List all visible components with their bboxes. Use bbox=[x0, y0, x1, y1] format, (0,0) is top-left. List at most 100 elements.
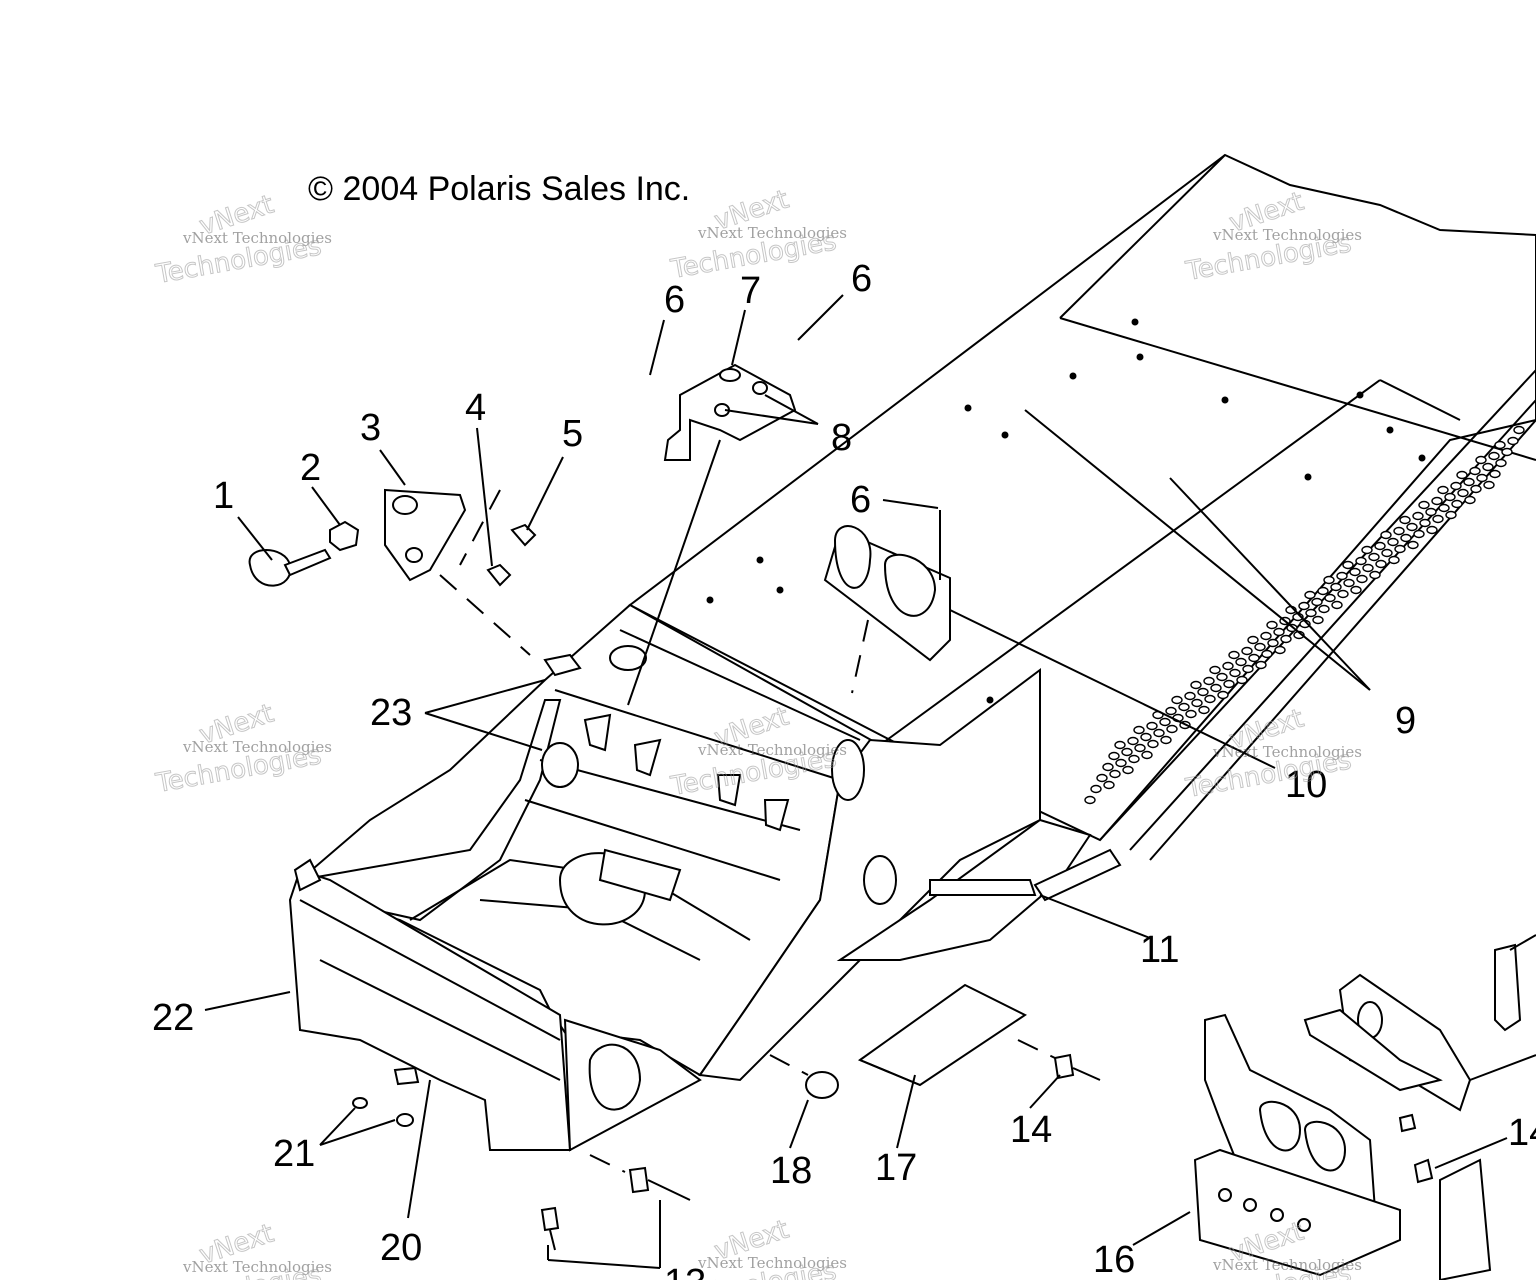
perforation-hole bbox=[1108, 751, 1120, 761]
frame-clips bbox=[583, 713, 790, 832]
rivet-hole bbox=[756, 556, 764, 564]
perforation-hole bbox=[1153, 728, 1165, 738]
perforation-hole bbox=[1426, 525, 1438, 535]
right-side-parts bbox=[1193, 943, 1522, 1280]
perforation-hole bbox=[1356, 574, 1368, 584]
perforation-hole bbox=[1255, 660, 1267, 670]
callout-9: 9 bbox=[1395, 700, 1416, 742]
callout-23: 23 bbox=[370, 692, 412, 734]
perforation-hole bbox=[1450, 481, 1462, 491]
callout-21: 21 bbox=[273, 1133, 315, 1175]
perforation-hole bbox=[1254, 642, 1266, 652]
perforation-hole bbox=[1122, 765, 1134, 775]
perforation-hole bbox=[1084, 795, 1096, 805]
perforation-hole bbox=[1222, 661, 1234, 671]
perforation-hole bbox=[1425, 507, 1437, 517]
perforation-hole bbox=[1178, 702, 1190, 712]
callout-6-left: 6 bbox=[664, 279, 685, 321]
perforation-hole bbox=[1368, 552, 1380, 562]
watermark-text: vNext Technologies bbox=[182, 738, 332, 756]
perforation-hole bbox=[1090, 784, 1102, 794]
perforation-hole bbox=[1482, 462, 1494, 472]
perforation-hole bbox=[1184, 691, 1196, 701]
callout-numbers: 1 2 3 4 5 6 7 6 8 6 9 10 11 23 22 21 20 … bbox=[152, 258, 1536, 1280]
perforation-hole bbox=[1470, 484, 1482, 494]
rivet-hole bbox=[964, 404, 972, 412]
watermark-text: vNext Technologies bbox=[697, 1254, 847, 1272]
perforation-hole bbox=[1242, 664, 1254, 674]
perforation-hole bbox=[1388, 555, 1400, 565]
rivet-hole bbox=[706, 596, 714, 604]
perforation-hole bbox=[1418, 500, 1430, 510]
callout-6-center: 6 bbox=[850, 479, 871, 521]
perforation-hole bbox=[1261, 649, 1273, 659]
callout-4: 4 bbox=[465, 387, 486, 429]
perforation-hole bbox=[1312, 615, 1324, 625]
perforation-hole bbox=[1198, 705, 1210, 715]
perforation-hole bbox=[1141, 750, 1153, 760]
perforation-hole bbox=[1190, 680, 1202, 690]
perforation-hole bbox=[1469, 466, 1481, 476]
callout-1: 1 bbox=[213, 475, 234, 517]
rivet-hole bbox=[1304, 473, 1312, 481]
callout-22: 22 bbox=[152, 997, 194, 1039]
perforation-hole bbox=[1103, 780, 1115, 790]
perforation-hole bbox=[1464, 495, 1476, 505]
perforation-hole bbox=[1317, 586, 1329, 596]
perforation-hole bbox=[1501, 447, 1513, 457]
rivet-hole bbox=[1131, 318, 1139, 326]
perforation-hole bbox=[1241, 646, 1253, 656]
perforation-hole bbox=[1393, 526, 1405, 536]
rivet-hole bbox=[1386, 426, 1394, 434]
perforation-hole bbox=[1456, 470, 1468, 480]
perforation-hole bbox=[1513, 425, 1525, 435]
perforation-hole bbox=[1229, 668, 1241, 678]
callout-6-right: 6 bbox=[851, 258, 872, 300]
callout-13: 13 bbox=[664, 1262, 706, 1280]
perforation-hole bbox=[1134, 743, 1146, 753]
perforation-hole bbox=[1147, 739, 1159, 749]
callout-20: 20 bbox=[380, 1227, 422, 1269]
perforation-hole bbox=[1323, 575, 1335, 585]
callout-17: 17 bbox=[875, 1147, 917, 1189]
rivet-hole bbox=[1069, 372, 1077, 380]
perforation-hole bbox=[1324, 593, 1336, 603]
perforation-hole bbox=[1209, 665, 1221, 675]
watermark-text: vNext Technologies bbox=[697, 224, 847, 242]
perforation-hole bbox=[1266, 620, 1278, 630]
front-crossmember bbox=[288, 858, 702, 1152]
perforation-hole bbox=[1431, 496, 1443, 506]
perforation-hole bbox=[1507, 436, 1519, 446]
perforation-hole bbox=[1336, 571, 1348, 581]
perforation-hole bbox=[1235, 657, 1247, 667]
perforation-hole bbox=[1476, 473, 1488, 483]
perforation-hole bbox=[1331, 600, 1343, 610]
perforation-hole bbox=[1374, 541, 1386, 551]
perforation-hole bbox=[1406, 522, 1418, 532]
perforation-hole bbox=[1475, 455, 1487, 465]
perforation-hole bbox=[1247, 635, 1259, 645]
perforation-hole bbox=[1394, 544, 1406, 554]
watermark-text: vNext Technologies bbox=[182, 229, 332, 247]
perforation-hole bbox=[1318, 604, 1330, 614]
perforation-hole bbox=[1489, 469, 1501, 479]
perforation-hole bbox=[1140, 732, 1152, 742]
watermark-text: vNext Technologies bbox=[1212, 226, 1362, 244]
perforation-hole bbox=[1369, 570, 1381, 580]
perforation-hole bbox=[1451, 499, 1463, 509]
perforation-hole bbox=[1375, 559, 1387, 569]
perforation-hole bbox=[1362, 563, 1374, 573]
perforation-hole bbox=[1432, 514, 1444, 524]
rivet-hole bbox=[1136, 353, 1144, 361]
perforation-hole bbox=[1298, 601, 1310, 611]
watermark-text: vNext Technologies bbox=[1212, 743, 1362, 761]
perforation-hole bbox=[1457, 488, 1469, 498]
callout-14-right: 14 bbox=[1508, 1112, 1536, 1154]
perforation-hole bbox=[1355, 556, 1367, 566]
perforation-hole bbox=[1146, 721, 1158, 731]
